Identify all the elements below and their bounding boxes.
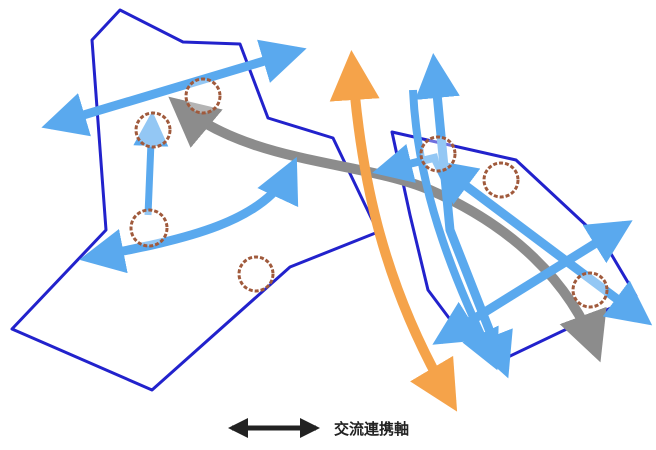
gray-axis-arrow xyxy=(168,96,607,363)
blue-axis-arrow-curve xyxy=(79,156,299,274)
node-circle-3 xyxy=(129,208,169,248)
legend: 交流連携軸 xyxy=(228,418,409,438)
node-circle-7 xyxy=(571,271,609,309)
blue-axis-arrow-top xyxy=(41,39,307,137)
blue-axis-arrow-cross-se xyxy=(430,159,653,326)
node-circles xyxy=(129,77,609,309)
node-circle-5 xyxy=(419,135,457,173)
legend-label: 交流連携軸 xyxy=(334,420,409,438)
blue-axis-arrow-cross-ne xyxy=(432,220,633,345)
orange-axis-arrow xyxy=(329,50,458,412)
left-zone-boundary xyxy=(10,8,380,392)
node-circle-1 xyxy=(184,77,222,115)
node-circle-4 xyxy=(237,255,275,293)
node-circle-6 xyxy=(482,161,520,199)
node-circle-2 xyxy=(134,111,172,149)
